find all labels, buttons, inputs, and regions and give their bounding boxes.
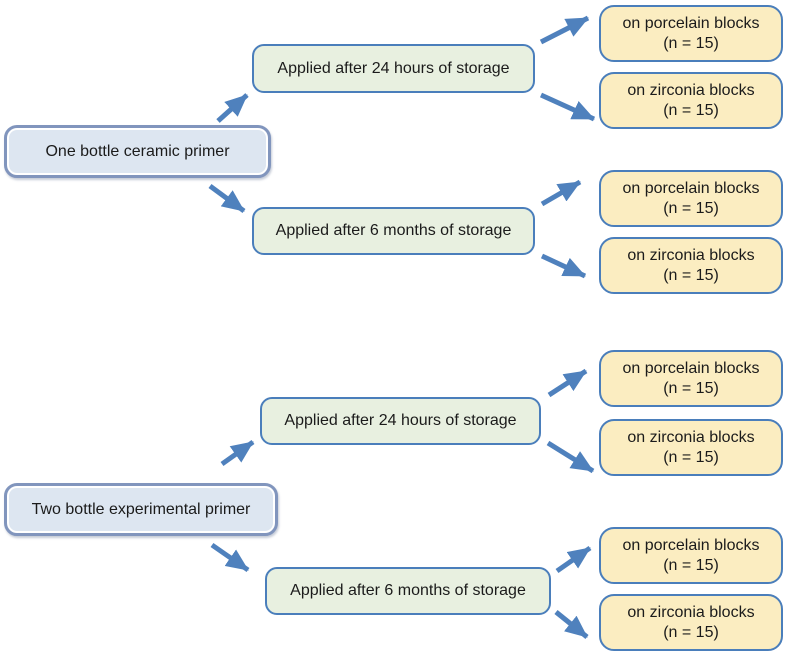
flow-arrow: [540, 179, 582, 207]
outcome-sample-size: (n = 15): [663, 34, 719, 52]
flow-arrow: [540, 253, 587, 279]
outcome-material: on porcelain blocks: [622, 359, 760, 377]
flow-arrow: [210, 542, 250, 573]
flow-arrow: [547, 368, 588, 398]
storage-label: Applied after 6 months of storage: [275, 222, 512, 239]
outcome-sample-size: (n = 15): [663, 448, 719, 466]
flow-arrow: [539, 92, 596, 122]
storage-box-6mo-group2: Applied after 6 months of storage: [265, 567, 551, 615]
outcome-sample-size: (n = 15): [663, 379, 719, 397]
outcome-box-zirconia-g2-24h: on zirconia blocks (n = 15): [599, 419, 783, 476]
flow-arrow: [220, 439, 255, 467]
storage-box-24h-group2: Applied after 24 hours of storage: [260, 397, 541, 445]
outcome-box-zirconia-g1-6mo: on zirconia blocks (n = 15): [599, 237, 783, 294]
flow-arrow: [554, 610, 589, 639]
storage-box-6mo-group1: Applied after 6 months of storage: [252, 207, 535, 255]
outcome-material: on zirconia blocks: [627, 246, 755, 264]
outcome-material: on zirconia blocks: [627, 81, 755, 99]
outcome-box-zirconia-g1-24h: on zirconia blocks (n = 15): [599, 72, 783, 129]
flow-arrow: [555, 545, 592, 574]
flow-arrow: [216, 93, 249, 123]
outcome-box-porcelain-g1-24h: on porcelain blocks (n = 15): [599, 5, 783, 62]
outcome-material: on zirconia blocks: [627, 428, 755, 446]
flow-arrow: [539, 15, 590, 45]
outcome-sample-size: (n = 15): [663, 266, 719, 284]
primer-label: One bottle ceramic primer: [45, 142, 230, 160]
outcome-sample-size: (n = 15): [663, 556, 719, 574]
outcome-material: on zirconia blocks: [627, 603, 755, 621]
outcome-material: on porcelain blocks: [622, 14, 760, 32]
outcome-sample-size: (n = 15): [663, 623, 719, 641]
flow-arrow: [208, 183, 246, 214]
outcome-box-porcelain-g1-6mo: on porcelain blocks (n = 15): [599, 170, 783, 227]
outcome-material: on porcelain blocks: [622, 536, 760, 554]
primer-box-two-bottle: Two bottle experimental primer: [4, 483, 278, 536]
outcome-box-porcelain-g2-6mo: on porcelain blocks (n = 15): [599, 527, 783, 584]
primer-label: Two bottle experimental primer: [31, 500, 251, 518]
outcome-box-porcelain-g2-24h: on porcelain blocks (n = 15): [599, 350, 783, 407]
flow-arrow: [546, 440, 595, 474]
storage-label: Applied after 6 months of storage: [290, 582, 526, 599]
outcome-box-zirconia-g2-6mo: on zirconia blocks (n = 15): [599, 594, 783, 651]
storage-box-24h-group1: Applied after 24 hours of storage: [252, 44, 535, 93]
outcome-sample-size: (n = 15): [663, 199, 719, 217]
primer-box-one-bottle: One bottle ceramic primer: [4, 125, 271, 178]
storage-label: Applied after 24 hours of storage: [284, 412, 517, 429]
storage-label: Applied after 24 hours of storage: [277, 59, 510, 77]
outcome-material: on porcelain blocks: [622, 179, 760, 197]
outcome-sample-size: (n = 15): [663, 101, 719, 119]
